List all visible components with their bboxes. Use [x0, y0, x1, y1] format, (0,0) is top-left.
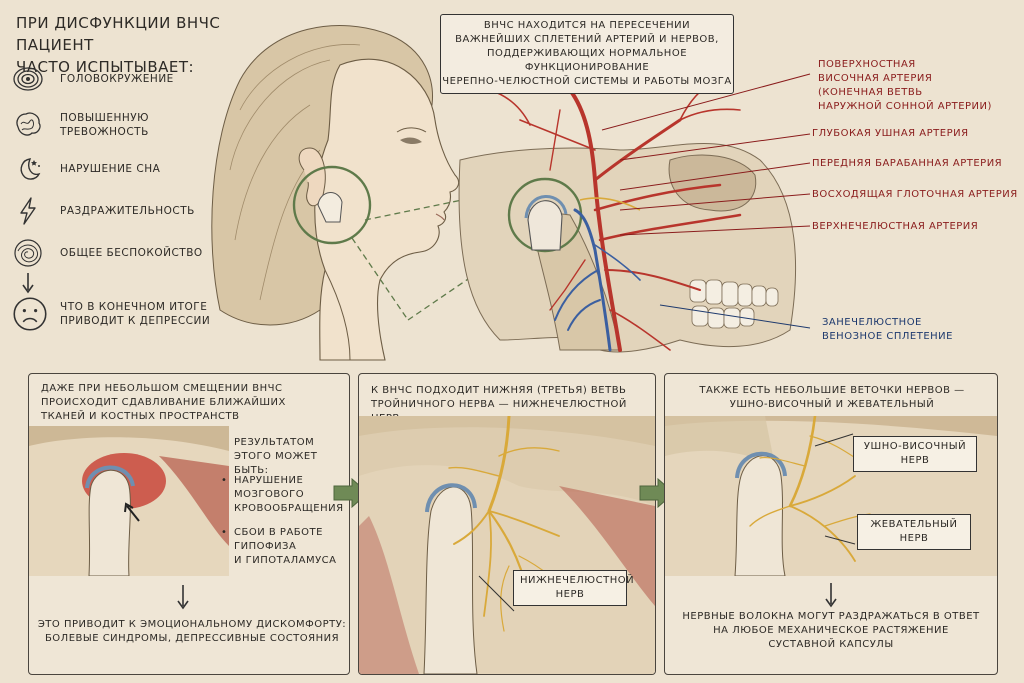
bullet-line: мозгового	[234, 489, 305, 500]
bullet-dot-icon: •	[221, 475, 228, 486]
panel1-footer-line: болевые синдромы, депрессивные состояния	[44, 633, 340, 644]
panel1-title-line: происходит сдавливание ближайших	[41, 397, 286, 408]
auriculotemporal-nerve-label: Ушно-височный нерв	[853, 436, 977, 472]
artery-leader-lines	[601, 73, 811, 329]
symptoms-heading: При дисфункции ВНЧС пациент часто испыты…	[16, 12, 266, 78]
intro-line4: черепно-челюстной системы и работы мозга	[442, 76, 732, 87]
panel1-footer-line: Это приводит к эмоциональному дискомфорт…	[37, 619, 347, 630]
nerve-label-line: Нижнечелюстной	[520, 575, 635, 586]
mandibular-nerve-illustration	[359, 416, 655, 674]
panel-small-nerves: Также есть небольшие веточки нервов — уш…	[664, 373, 998, 675]
intro-line3: поддерживающих нормальное функционирован…	[486, 48, 688, 73]
panel1-result-line: этого может быть:	[234, 451, 318, 476]
intro-callout-box: ВНЧС находится на пересечении важнейших …	[440, 14, 734, 94]
panel1-bullet-1: • нарушение мозгового кровообращения	[221, 474, 344, 516]
artery-label-line: (конечная ветвь	[818, 87, 923, 98]
nerve-label-line: Ушно-височный	[863, 441, 967, 452]
nerve-label-line: Жевательный	[870, 519, 958, 530]
bullet-line: и гипоталамуса	[234, 555, 337, 566]
panel3-footer: нервные волокна могут раздражаться в отв…	[673, 610, 989, 652]
conclusion-line1: что в конечном итоге	[60, 301, 208, 313]
bullet-line: гипофиза	[234, 541, 297, 552]
panel1-result-line: результатом	[234, 437, 315, 448]
artery-label-superficial-temporal: Поверхностная височная артерия (конечная…	[818, 58, 992, 114]
compressed-joint-illustration	[29, 426, 229, 576]
bullet-line: нарушение	[234, 475, 304, 486]
intro-line1: ВНЧС находится на пересечении	[483, 20, 691, 31]
spiral-dizziness-icon	[13, 67, 43, 91]
nerve-label-line: нерв	[555, 589, 585, 600]
vein-network	[554, 208, 641, 352]
conclusion-text: что в конечном итоге приводит к депресси…	[60, 300, 210, 328]
panel3-title-line: ушно-височный и жевательный	[729, 399, 935, 410]
down-arrow-icon	[177, 585, 189, 610]
bullet-dot-icon: •	[221, 527, 228, 538]
symptom-label: раздражительность	[60, 205, 195, 217]
down-arrow-icon	[825, 583, 837, 608]
panel3-footer-line: суставной капсулы	[768, 639, 894, 650]
conclusion-item: что в конечном итоге приводит к депресси…	[12, 294, 242, 334]
panel-compression: Даже при небольшом смещении ВНЧС происхо…	[28, 373, 350, 675]
artery-label-line: височная артерия	[818, 73, 933, 84]
symptom-label: общее беспокойство	[60, 247, 203, 259]
symptom-item: общее беспокойство	[12, 236, 242, 270]
nerve-label-line: нерв	[899, 533, 929, 544]
vein-label-line: венозное сплетение	[822, 331, 953, 342]
panel3-title-line: Также есть небольшие веточки нервов —	[699, 385, 965, 396]
tangle-knot-icon	[14, 239, 42, 267]
masseteric-nerve-label: Жевательный нерв	[857, 514, 971, 550]
artery-label-maxillary: Верхнечелюстная артерия	[812, 221, 979, 232]
symptom-label: нарушение сна	[60, 163, 161, 175]
ear-shape	[298, 147, 326, 207]
artery-label-line: Поверхностная	[818, 59, 916, 70]
panel2-title-line: К ВНЧС подходит нижняя (третья) ветвь	[371, 385, 627, 396]
symptom-item: нарушение сна	[12, 152, 242, 186]
heading-line1: При дисфункции ВНЧС пациент	[16, 14, 221, 54]
nerve-label-line: нерв	[900, 455, 930, 466]
artery-label-ascending-pharyngeal: Восходящая глоточная артерия	[812, 189, 1018, 200]
intro-line2: важнейших сплетений артерий и нервов,	[455, 34, 719, 45]
artery-label-line: наружной сонной артерии)	[818, 101, 992, 112]
panel-mandibular-nerve: К ВНЧС подходит нижняя (третья) ветвь тр…	[358, 373, 656, 675]
artery-label-deep-auricular: Глубокая ушная артерия	[812, 128, 969, 139]
symptom-item: раздражительность	[12, 194, 242, 228]
panel1-title: Даже при небольшом смещении ВНЧС происхо…	[41, 382, 341, 424]
vein-label-retromandibular: Занечелюстное венозное сплетение	[822, 316, 953, 344]
face-profile	[314, 58, 460, 361]
panel3-footer-line: на любое механическое растяжение	[713, 625, 949, 636]
panel1-footer: Это приводит к эмоциональному дискомфорт…	[37, 618, 347, 646]
panel1-result: результатом этого может быть:	[234, 436, 349, 478]
vein-label-line: Занечелюстное	[822, 317, 922, 328]
symptom-label: головокружение	[60, 73, 174, 85]
tmj-highlight-circle	[292, 165, 372, 245]
panel1-title-line: Даже при небольшом смещении ВНЧС	[41, 383, 283, 394]
symptom-item: головокружение	[12, 62, 242, 96]
down-arrow-icon	[22, 273, 34, 294]
tangled-brain-icon	[16, 112, 41, 136]
lightning-icon	[20, 197, 36, 225]
symptom-label: повышенную тревожность	[60, 112, 150, 138]
bullet-line: кровообращения	[234, 503, 344, 514]
anatomy-illustration	[211, 25, 797, 361]
moon-stars-icon	[20, 158, 41, 180]
symptom-item: повышенную тревожность	[12, 108, 242, 142]
artery-network	[489, 39, 742, 352]
bullet-line: сбои в работе	[234, 527, 323, 538]
panel1-bullet-2: • сбои в работе гипофиза и гипоталамуса	[221, 526, 336, 568]
artery-label-anterior-tympanic: Передняя барабанная артерия	[812, 158, 1003, 169]
mandibular-nerve-label: Нижнечелюстной нерв	[513, 570, 635, 606]
sad-face-icon	[13, 297, 47, 331]
panel3-title: Также есть небольшие веточки нервов — уш…	[677, 384, 987, 412]
panel1-title-line: тканей и костных пространств	[41, 411, 240, 422]
heading-line2: часто испытывает:	[16, 58, 195, 76]
panel3-footer-line: нервные волокна могут раздражаться в отв…	[682, 611, 980, 622]
conclusion-line2: приводит к депрессии	[60, 315, 211, 327]
